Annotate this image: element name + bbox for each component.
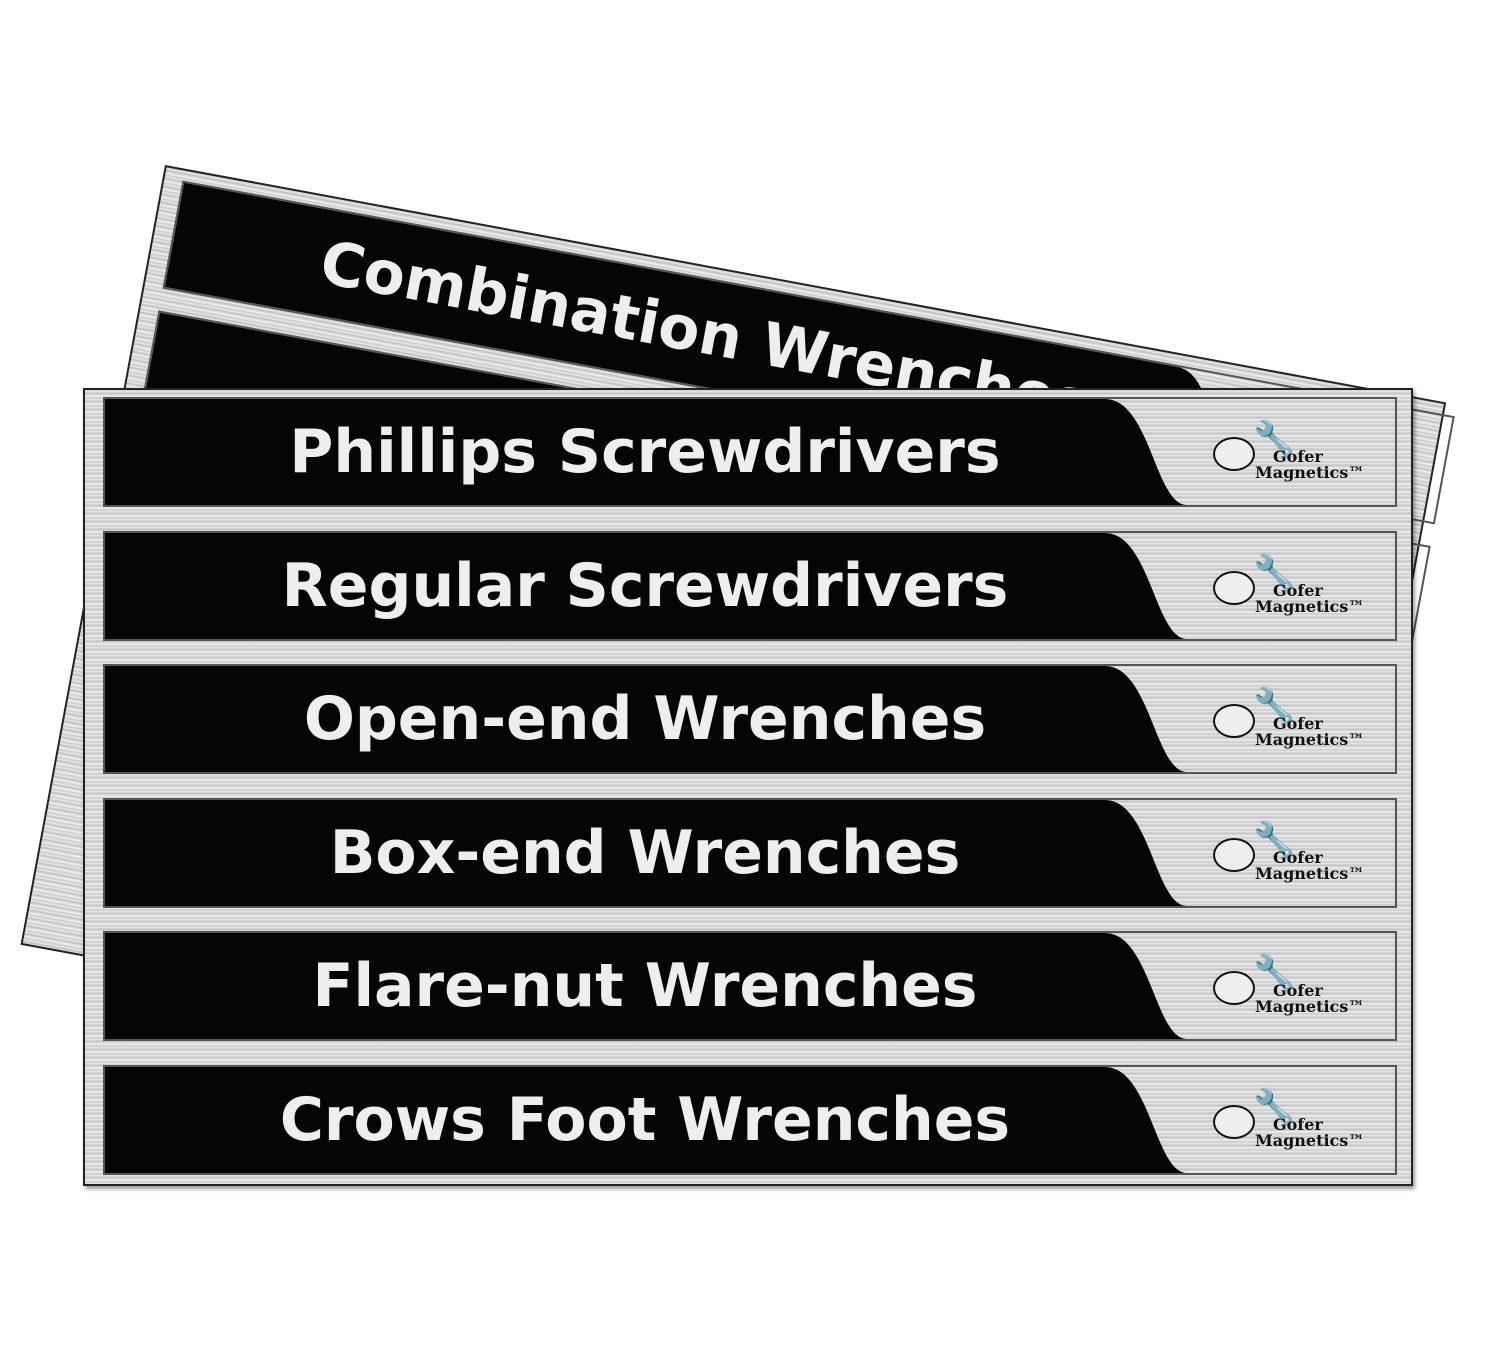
gofer-magnetics-logo: 🔧 Gofer Magnetics™ [1213,814,1383,894]
logo-text: Gofer [1273,981,1323,1000]
gopher-icon [1213,437,1255,471]
label-strip: Box-end Wrenches 🔧 Gofer Magnetics™ [103,797,1397,908]
black-band [105,399,1187,505]
label-text: Flare-nut Wrenches [312,951,978,1021]
logo-text: Magnetics™ [1255,596,1365,616]
label-text: Regular Screwdrivers [281,550,1009,621]
black-band [105,1066,1187,1173]
gopher-icon [1213,1104,1255,1139]
gopher-icon [1213,971,1255,1005]
logo-text: Gofer [1273,714,1323,733]
label-text: Phillips Screwdrivers [289,417,1001,487]
logo-text: Magnetics™ [1255,730,1365,749]
logo-text: Magnetics™ [1255,997,1365,1016]
label-strip: Regular Screwdrivers 🔧 Gofer Magnetics™ [103,530,1397,641]
gofer-magnetics-logo: 🔧 Gofer Magnetics™ [1213,680,1383,760]
label-text: Open-end Wrenches [303,684,987,754]
logo-text: Gofer [1273,447,1323,466]
logo-text: Magnetics™ [1255,463,1365,482]
wrench-icon: 🔧 [1253,552,1296,593]
wrench-icon: 🔧 [1253,953,1296,993]
gofer-magnetics-logo: 🔧 Gofer Magnetics™ [1213,947,1383,1027]
black-band [105,799,1187,906]
gopher-icon [1213,704,1255,738]
wrench-icon: 🔧 [1253,1086,1296,1127]
gopher-icon [1213,570,1255,605]
gofer-magnetics-logo: 🔧 Gofer Magnetics™ [1213,1081,1383,1161]
gopher-icon [1213,837,1255,872]
logo-text: Magnetics™ [1255,863,1365,883]
label-strip: Open-end Wrenches 🔧 Gofer Magnetics™ [103,664,1397,774]
label-text: Box-end Wrenches [329,817,961,888]
black-band [105,666,1187,772]
black-band [105,933,1187,1039]
wrench-icon: 🔧 [1253,419,1296,459]
wrench-icon: 🔧 [1253,819,1296,860]
logo-text: Gofer [1273,1114,1323,1134]
logo-text: Magnetics™ [1255,1130,1365,1150]
logo-text: Gofer [1273,847,1323,867]
logo-text: Gofer [1273,580,1323,600]
gofer-magnetics-logo: 🔧 Gofer Magnetics™ [1213,413,1383,493]
label-strip: Crows Foot Wrenches 🔧 Gofer Magnetics™ [103,1064,1397,1175]
wrench-icon: 🔧 [1253,686,1296,726]
gofer-magnetics-logo: 🔧 Gofer Magnetics™ [1213,547,1383,627]
label-text: Crows Foot Wrenches [279,1084,1011,1155]
label-strip: Flare-nut Wrenches 🔧 Gofer Magnetics™ [103,931,1397,1041]
black-band [105,532,1187,639]
front-label-sheet: Phillips Screwdrivers 🔧 Gofer Magnetics™… [83,388,1413,1186]
label-strip: Phillips Screwdrivers 🔧 Gofer Magnetics™ [103,397,1397,507]
